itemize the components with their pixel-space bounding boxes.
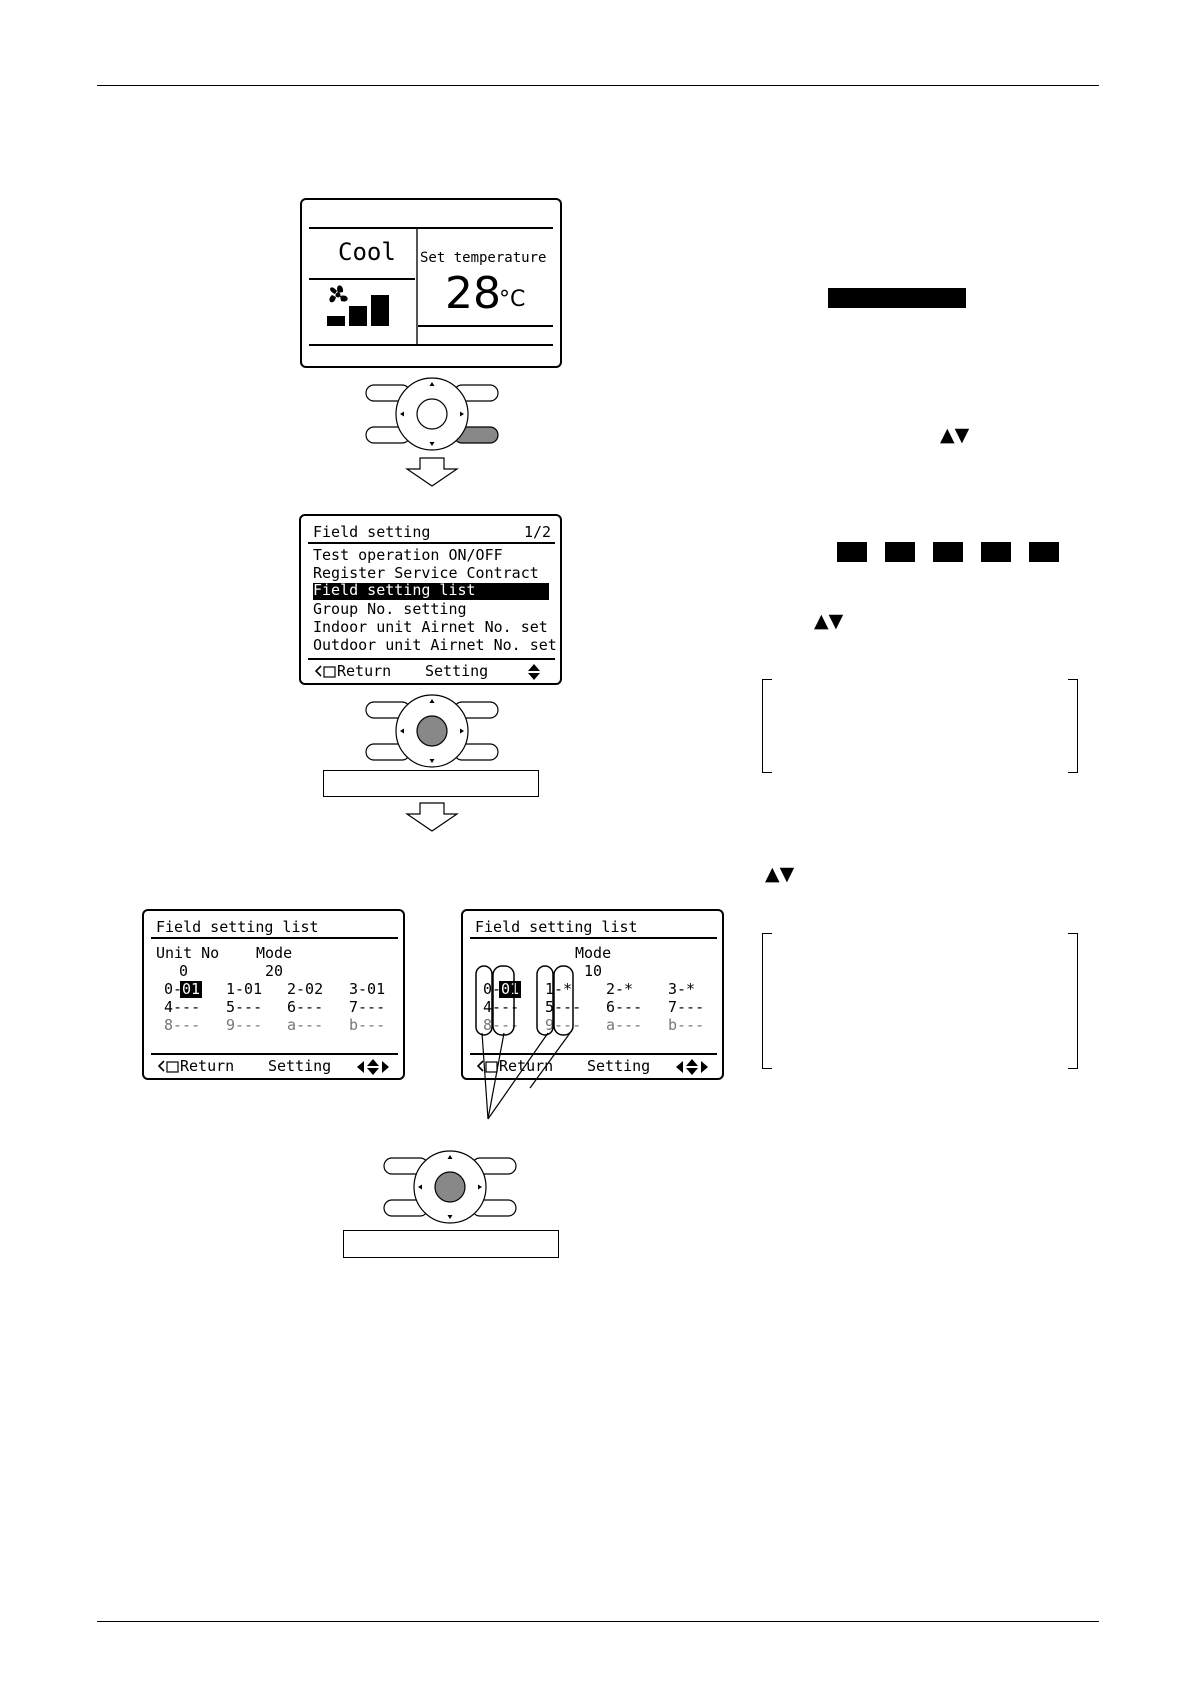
updown-arrows-1: ▲▼ xyxy=(940,424,970,446)
temp-unit: °C xyxy=(499,287,526,312)
empty-caption-box-2 xyxy=(343,1230,559,1258)
menu-title-line xyxy=(308,542,555,544)
lcd-top-line xyxy=(309,227,553,229)
cell-3[interactable]: 3-* xyxy=(668,980,696,998)
note-bracket-right-2 xyxy=(1068,933,1078,1069)
empty-caption-box-1 xyxy=(323,770,539,797)
cell-1[interactable]: 1-01 xyxy=(226,980,263,998)
remote-control-pad-3[interactable] xyxy=(380,1149,520,1225)
lcd-bottom-line xyxy=(309,344,553,346)
note-bracket-right-1 xyxy=(1068,679,1078,773)
menu-page: 1/2 xyxy=(524,523,552,541)
list-title-line xyxy=(151,937,398,939)
footer-setting-label: Setting xyxy=(268,1057,332,1075)
footer-return-label: Return xyxy=(337,662,392,680)
footer-setting-label: Setting xyxy=(425,662,489,680)
cell-a[interactable]: a--- xyxy=(606,1016,643,1034)
redacted-square-5 xyxy=(1029,542,1059,562)
bottom-rule xyxy=(97,1621,1099,1622)
mode-label: Mode xyxy=(256,944,293,962)
menu-item-outdoor-airnet[interactable]: Outdoor unit Airnet No. set xyxy=(313,636,557,654)
cell-4[interactable]: 4--- xyxy=(164,998,201,1016)
footer-return-label: Return xyxy=(180,1057,235,1075)
updown-arrows-2: ▲▼ xyxy=(814,610,844,632)
cell-5[interactable]: 5--- xyxy=(226,998,263,1016)
redacted-square-2 xyxy=(885,542,915,562)
cell-2[interactable]: 2-02 xyxy=(287,980,324,998)
flow-arrow-down-2 xyxy=(405,802,459,832)
redacted-square-1 xyxy=(837,542,867,562)
cell-2[interactable]: 2-* xyxy=(606,980,634,998)
unit-no-label: Unit No xyxy=(156,944,220,962)
set-temp-label: Set temperature xyxy=(420,250,547,266)
remote-control-pad-2[interactable] xyxy=(362,693,502,769)
lcd-field-setting-menu: Field setting 1/2 Test operation ON/OFF … xyxy=(299,514,562,685)
return-icon xyxy=(315,665,336,678)
menu-item-group-no[interactable]: Group No. setting xyxy=(313,600,467,618)
menu-item-field-setting-list[interactable]: Field setting list xyxy=(313,583,549,600)
footer-setting-label: Setting xyxy=(587,1057,651,1075)
redacted-square-3 xyxy=(933,542,963,562)
mode-label: Mode xyxy=(575,944,612,962)
note-bracket-left-1 xyxy=(762,679,772,773)
note-bracket-left-2 xyxy=(762,933,772,1069)
footer-return-label: Return xyxy=(499,1057,554,1075)
top-rule xyxy=(97,85,1099,86)
cell-b[interactable]: b--- xyxy=(668,1016,705,1034)
mode-value: 20 xyxy=(265,962,284,980)
return-icon xyxy=(158,1060,179,1073)
menu-footer-line xyxy=(308,658,555,660)
mode-value: 10 xyxy=(584,962,603,980)
redacted-square-4 xyxy=(981,542,1011,562)
remote-control-pad-1[interactable] xyxy=(362,376,502,452)
cell-a[interactable]: a--- xyxy=(287,1016,324,1034)
menu-item-test-operation[interactable]: Test operation ON/OFF xyxy=(313,546,503,564)
list-footer-line xyxy=(470,1053,717,1055)
cell-6[interactable]: 6--- xyxy=(287,998,324,1016)
temp-value: 28 xyxy=(445,268,501,319)
up-down-icon xyxy=(528,664,540,680)
lcd-temp-line xyxy=(418,325,553,327)
four-way-arrow-icon xyxy=(357,1059,389,1075)
lcd-field-setting-list-right: Field setting list Mode 10 0- 01 1-* 2-*… xyxy=(461,909,724,1080)
cell-0-value[interactable]: 01 xyxy=(180,980,203,998)
cell-3[interactable]: 3-01 xyxy=(349,980,386,998)
redacted-text-bar xyxy=(828,288,966,308)
cell-8[interactable]: 8--- xyxy=(164,1016,201,1034)
cell-b[interactable]: b--- xyxy=(349,1016,386,1034)
cell-1[interactable]: 1-* xyxy=(545,980,573,998)
cell-7[interactable]: 7--- xyxy=(349,998,386,1016)
flow-arrow-down-1 xyxy=(405,457,459,487)
menu-item-indoor-airnet[interactable]: Indoor unit Airnet No. set xyxy=(313,618,548,636)
cell-0-prefix: 0- xyxy=(164,980,183,998)
lcd-status-screen: Cool Set temperature 28 °C xyxy=(300,198,562,368)
unit-no-value: 0 xyxy=(179,962,189,980)
lcd-divider xyxy=(416,229,418,344)
updown-arrows-3: ▲▼ xyxy=(765,863,795,885)
mode-text: Cool xyxy=(338,238,396,266)
cell-7[interactable]: 7--- xyxy=(668,998,705,1016)
lcd-mode-line xyxy=(309,278,415,280)
return-icon xyxy=(477,1060,498,1073)
list-title: Field setting list xyxy=(475,918,638,936)
callout-leader-lines xyxy=(481,1032,571,1120)
cell-9[interactable]: 9--- xyxy=(226,1016,263,1034)
list-title-line xyxy=(470,937,717,939)
menu-title: Field setting xyxy=(313,523,431,541)
list-footer-line xyxy=(151,1053,398,1055)
four-way-arrow-icon xyxy=(676,1059,708,1075)
menu-item-register-service[interactable]: Register Service Contract xyxy=(313,564,539,582)
list-title: Field setting list xyxy=(156,918,319,936)
fan-speed-icon xyxy=(327,285,389,326)
cell-6[interactable]: 6--- xyxy=(606,998,643,1016)
lcd-field-setting-list-left: Field setting list Unit No Mode 0 20 0- … xyxy=(142,909,405,1080)
